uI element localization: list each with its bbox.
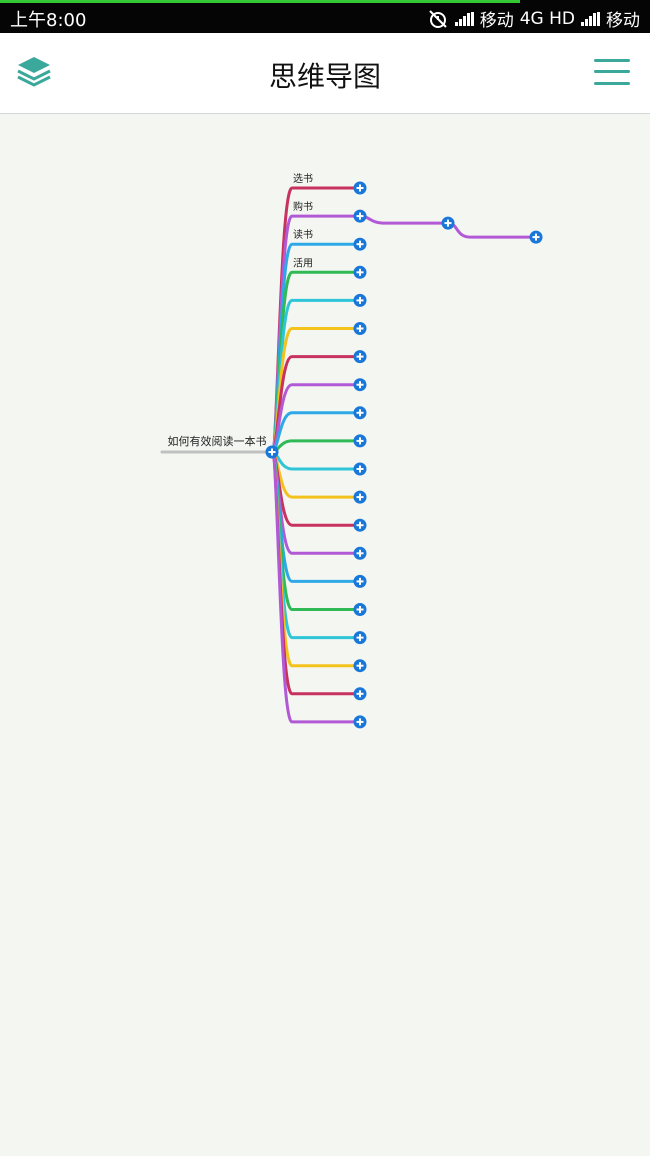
add-node-button[interactable]: [353, 659, 367, 673]
add-node-button[interactable]: [353, 574, 367, 588]
branch-line: [270, 450, 362, 724]
menu-icon[interactable]: [594, 57, 630, 87]
status-indicators: 移动 4G HD 移动: [427, 6, 640, 31]
add-node-button[interactable]: [441, 216, 455, 230]
layers-icon[interactable]: [14, 51, 54, 91]
branch-line: [270, 411, 362, 454]
add-node-button[interactable]: [353, 209, 367, 223]
signal-icon: [454, 11, 474, 26]
add-node-button[interactable]: [353, 434, 367, 448]
add-node-button[interactable]: [353, 237, 367, 251]
root-add-node-button[interactable]: [265, 445, 279, 459]
carrier-label: 移动: [479, 11, 514, 31]
grandchild-line: [446, 221, 538, 239]
child-line: [358, 214, 450, 225]
branch-line: [270, 450, 362, 471]
branch-label[interactable]: 读书: [293, 228, 313, 241]
add-node-button[interactable]: [353, 378, 367, 392]
add-node-button[interactable]: [353, 546, 367, 560]
add-node-button[interactable]: [353, 715, 367, 729]
carrier-label: 移动: [606, 11, 640, 31]
branch-line: [270, 355, 362, 454]
alarm-off-icon: [429, 9, 447, 28]
mindmap-canvas[interactable]: 如何有效阅读一本书 选书购书读书活用: [0, 114, 650, 1156]
page-title: 思维导图: [268, 60, 381, 93]
add-node-button[interactable]: [353, 350, 367, 364]
branch-label[interactable]: 选书: [293, 172, 313, 185]
signal-icon: [581, 11, 600, 26]
network-label: 4G HD: [519, 8, 575, 29]
branch-label[interactable]: 购书: [293, 200, 313, 213]
add-node-button[interactable]: [353, 293, 367, 307]
add-node-button[interactable]: [353, 490, 367, 504]
add-node-button[interactable]: [353, 322, 367, 335]
add-node-button[interactable]: [353, 631, 367, 645]
branch-line: [270, 450, 362, 499]
branch-line: [270, 439, 362, 454]
branch-line: [270, 450, 362, 611]
branch-label[interactable]: 活用: [293, 257, 313, 269]
loading-progress-bar: [0, 0, 520, 3]
root-node-label[interactable]: 如何有效阅读一本书: [168, 434, 267, 448]
add-node-button[interactable]: [529, 230, 543, 244]
add-node-button[interactable]: [353, 265, 367, 279]
add-node-button[interactable]: [353, 181, 367, 195]
status-bar: 上午8:00 移动 4G HD 移动: [0, 0, 650, 33]
add-node-button[interactable]: [353, 603, 367, 616]
add-node-button[interactable]: [353, 518, 367, 532]
app-bar: 思维导图: [0, 33, 650, 114]
add-node-button[interactable]: [353, 687, 367, 701]
add-node-button[interactable]: [353, 406, 367, 420]
add-node-button[interactable]: [353, 462, 367, 476]
status-time: 上午8:00: [10, 10, 87, 31]
